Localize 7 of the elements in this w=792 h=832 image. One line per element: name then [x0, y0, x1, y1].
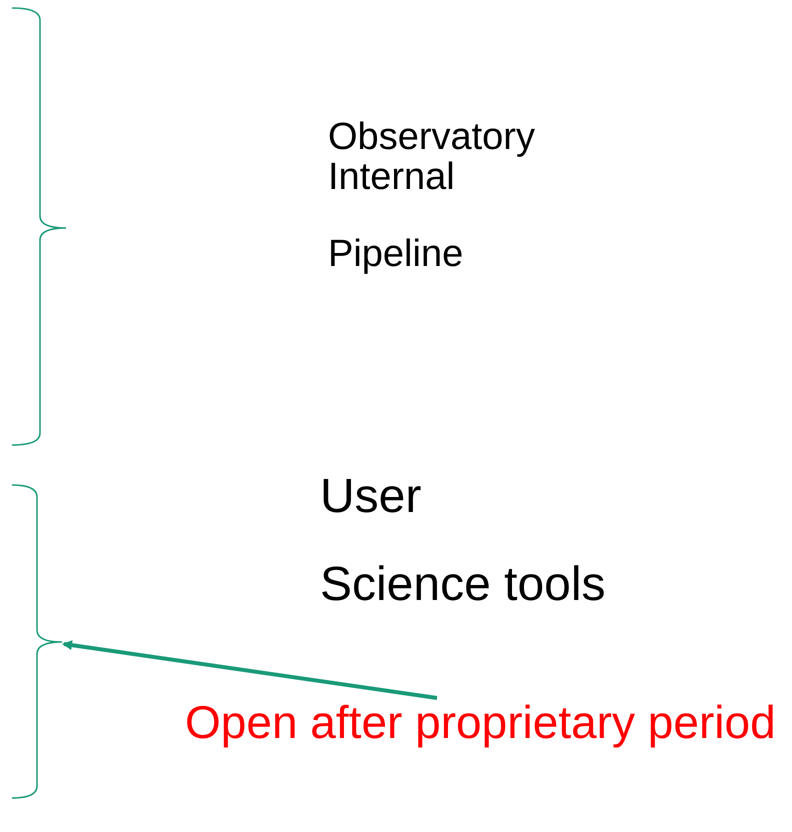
label-text: Pipeline: [328, 235, 464, 275]
label-text: Science tools: [320, 560, 606, 610]
note-text: Open after proprietary period: [185, 698, 785, 746]
curly-bracket: [12, 484, 63, 799]
arrow: [62, 640, 438, 700]
label-text: User: [320, 472, 422, 522]
label-text: Observatory Internal: [328, 118, 536, 198]
